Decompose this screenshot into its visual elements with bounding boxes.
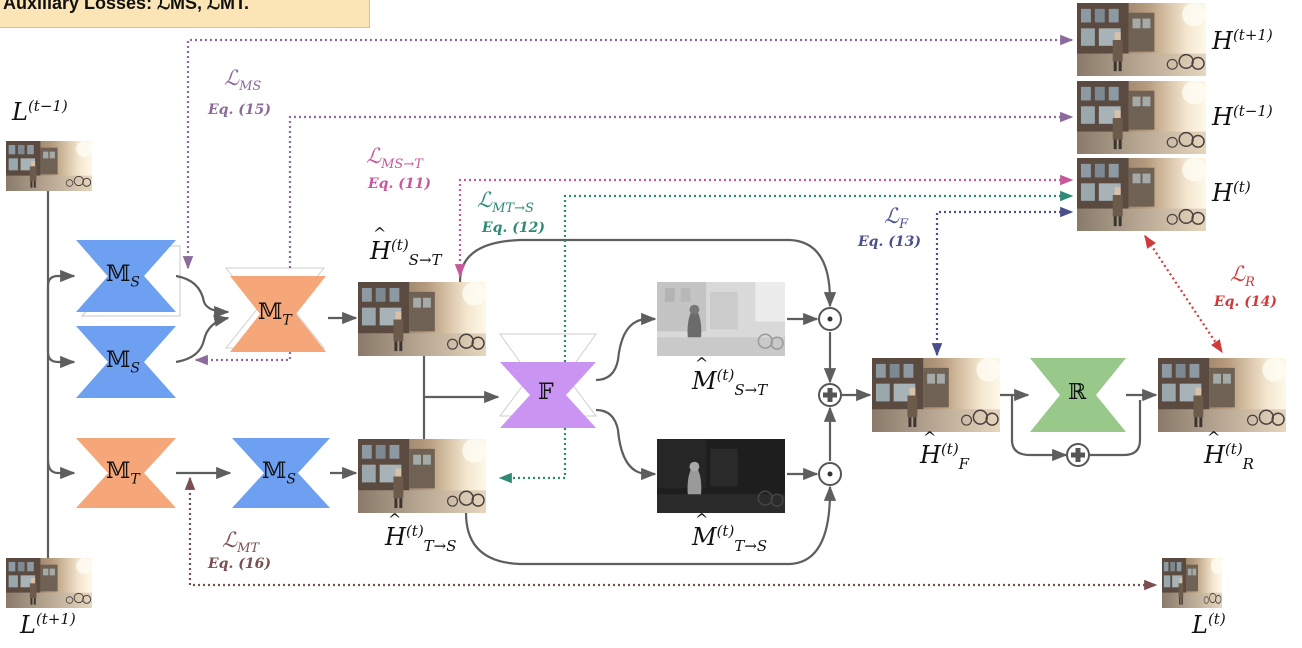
loss-ms-eq: Eq. (15) <box>208 102 271 118</box>
auxiliary-losses-banner: Auxiliary Losses: ℒMS, ℒMT. <box>0 0 370 28</box>
loss-ms-label: ℒMS <box>224 66 262 95</box>
m-s2t-mask-image <box>657 282 785 356</box>
h-next-label: H(t+1) <box>1212 26 1273 55</box>
loss-r-eq: Eq. (14) <box>1214 294 1277 310</box>
l-next-label: L(t+1) <box>20 610 76 639</box>
l-prev-label: L(t−1) <box>12 97 68 126</box>
h-t2s-image <box>358 439 486 513</box>
r-label: ℝ <box>1068 380 1087 405</box>
loss-s2t-label: ℒMS→T <box>366 144 423 173</box>
l-cur-image <box>1162 558 1222 608</box>
m-t2s-label: M(t)T→S <box>692 510 767 555</box>
l-cur-label: L(t) <box>1192 610 1226 639</box>
ms-bottom-label: 𝕄S <box>262 459 296 488</box>
auxiliary-losses-title: Auxiliary Losses: ℒMS, ℒMT. <box>3 0 249 13</box>
loss-r-label: ℒR <box>1230 262 1255 291</box>
h-prev-image <box>1077 81 1206 154</box>
ms-network-top <box>76 240 176 312</box>
h-cur-image <box>1077 158 1206 231</box>
ms-middle-label: 𝕄S <box>106 348 140 377</box>
h-r-image <box>1158 358 1286 432</box>
mt-bottom-label: 𝕄T <box>106 459 140 488</box>
h-f-image <box>872 358 1000 432</box>
f-label: 𝔽 <box>538 380 554 405</box>
l-next-image <box>6 558 92 608</box>
ms-network-middle <box>76 326 176 398</box>
h-next-image <box>1077 3 1206 76</box>
h-f-label: H(t)F <box>920 428 969 473</box>
h-t2s-label: H(t)T→S <box>385 510 457 555</box>
h-cur-label: H(t) <box>1212 178 1251 207</box>
loss-t2s-eq: Eq. (12) <box>482 220 545 236</box>
m-s2t-label: M(t)S→T <box>692 354 767 399</box>
mt-network-bottom <box>76 438 176 508</box>
loss-mt-label: ℒMT <box>222 528 260 557</box>
h-s2t-label: H(t)S→T <box>370 224 442 269</box>
r-network <box>1030 358 1126 432</box>
loss-t2s-label: ℒMT→S <box>477 188 534 217</box>
loss-mt-eq: Eq. (16) <box>208 556 271 572</box>
loss-f-label: ℒF <box>884 204 909 233</box>
loss-s2t-eq: Eq. (11) <box>368 176 431 192</box>
h-r-label: H(t)R <box>1204 428 1254 473</box>
mt-network-top <box>230 276 326 352</box>
ms-top-label: 𝕄S <box>106 262 140 291</box>
h-prev-label: H(t−1) <box>1212 102 1273 131</box>
l-prev-image <box>6 141 92 191</box>
loss-f-eq: Eq. (13) <box>858 234 921 250</box>
f-network <box>500 362 596 428</box>
h-s2t-image <box>358 282 486 356</box>
mt-top-label: 𝕄T <box>258 300 292 329</box>
m-t2s-mask-image <box>657 439 785 513</box>
